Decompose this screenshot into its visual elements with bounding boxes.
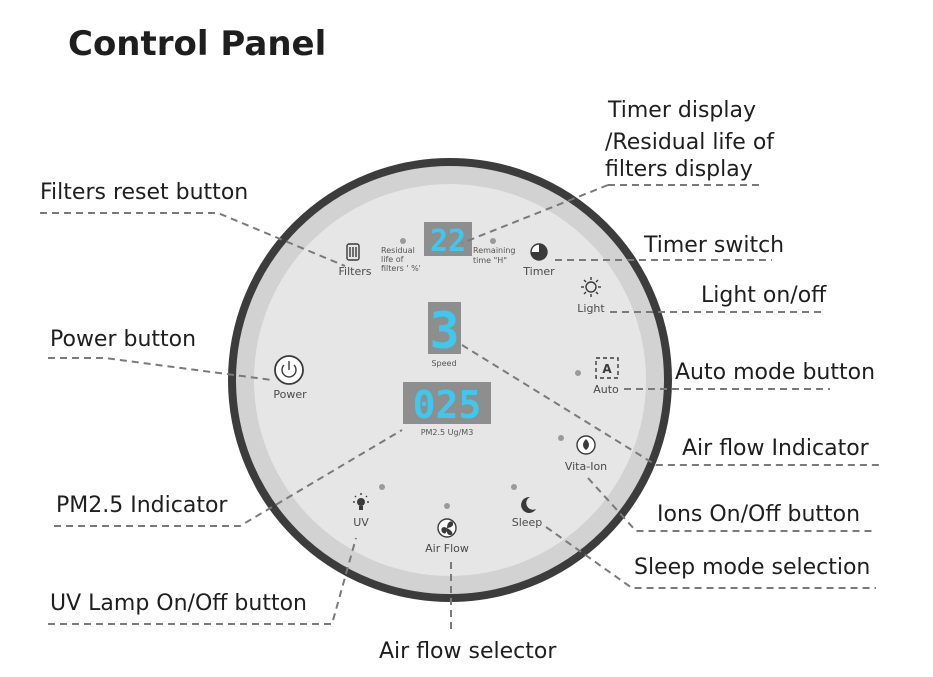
- leader-filters-reset: [40, 212, 346, 267]
- callout-light: Light on/off: [701, 283, 827, 308]
- pm25-display: 025 PM2.5 Ug/M3: [403, 382, 491, 437]
- speed-display: 3 Speed: [428, 302, 461, 368]
- power-button[interactable]: Power: [273, 355, 307, 401]
- uv-button[interactable]: UV: [353, 493, 369, 529]
- airflow-indicator-dot: [444, 503, 450, 509]
- leader-air-flow-indicator: [461, 344, 880, 466]
- filters-button[interactable]: Filters: [339, 243, 372, 278]
- pm25-display-screen: [403, 382, 491, 424]
- light-button[interactable]: Light: [577, 277, 605, 315]
- residual-indicator-dot: [400, 238, 406, 244]
- leader-sleep: [545, 526, 876, 589]
- leader-lines: [40, 184, 880, 629]
- callout-auto-mode: Auto mode button: [675, 360, 875, 385]
- svg-text:A: A: [602, 362, 612, 376]
- filters-button-label: Filters: [339, 265, 372, 278]
- power-button-label: Power: [273, 388, 307, 401]
- timer-display: 22: [424, 222, 472, 259]
- pm25-display-label: PM2.5 Ug/M3: [421, 428, 474, 437]
- timer-pie-icon: [530, 243, 548, 261]
- auto-button[interactable]: A Auto: [593, 357, 619, 396]
- uv-indicator-dot: [379, 484, 385, 490]
- timer-display-screen: [424, 222, 472, 256]
- moon-icon: [521, 496, 536, 513]
- callout-air-flow-selector: Air flow selector: [379, 639, 557, 664]
- uv-button-label: UV: [353, 516, 369, 529]
- callout-ions: Ions On/Off button: [657, 502, 860, 527]
- callouts: Timer display /Residual life of filters …: [40, 98, 875, 664]
- callout-filters-reset: Filters reset button: [40, 180, 248, 205]
- auto-a-icon: A: [595, 357, 619, 379]
- vitaion-button[interactable]: Vita-Ion: [565, 435, 607, 473]
- leader-ions: [587, 477, 876, 532]
- ion-icon: [576, 435, 596, 455]
- vitaion-button-label: Vita-Ion: [565, 460, 607, 473]
- residual-label-line2: life of: [381, 255, 404, 264]
- callout-sleep: Sleep mode selection: [634, 555, 870, 580]
- airflow-button[interactable]: Air Flow: [425, 518, 469, 555]
- power-icon: [281, 361, 297, 378]
- residual-label-line3: filters ' %': [381, 264, 421, 273]
- leader-power: [48, 357, 273, 381]
- control-panel: [228, 158, 672, 602]
- leader-timer-display: [461, 184, 609, 244]
- panel-face: [254, 184, 646, 576]
- uv-bulb-icon: [353, 493, 369, 510]
- page-title: Control Panel: [68, 24, 326, 64]
- sleep-indicator-dot: [511, 484, 517, 490]
- speed-display-screen: [428, 302, 461, 354]
- callout-pm25: PM2.5 Indicator: [56, 493, 228, 518]
- auto-button-label: Auto: [593, 383, 619, 396]
- callout-power: Power button: [50, 327, 196, 352]
- auto-indicator-dot: [575, 370, 581, 376]
- callout-timer-display-line1: Timer display: [607, 98, 756, 123]
- speed-display-label: Speed: [431, 359, 456, 368]
- callout-timer-display-line2: /Residual life of: [605, 130, 775, 155]
- filter-icon: [346, 243, 360, 261]
- sleep-button-label: Sleep: [512, 516, 543, 529]
- callout-uv: UV Lamp On/Off button: [50, 591, 307, 616]
- leader-pm25: [54, 429, 403, 527]
- callout-timer-display-line3: filters display: [605, 157, 753, 182]
- pm25-display-value: 025: [413, 383, 482, 427]
- remaining-indicator-dot: [490, 238, 496, 244]
- callout-timer-switch: Timer switch: [643, 233, 784, 258]
- residual-label-line1: Residual: [381, 246, 415, 255]
- remaining-label-line2: time "H": [473, 256, 507, 265]
- airflow-button-label: Air Flow: [425, 542, 469, 555]
- vitaion-indicator-dot: [558, 435, 564, 441]
- timer-display-value: 22: [430, 224, 466, 259]
- light-button-label: Light: [577, 302, 605, 315]
- fan-icon: [437, 518, 457, 538]
- speed-display-value: 3: [429, 302, 459, 360]
- timer-button[interactable]: Timer: [522, 243, 555, 278]
- remaining-label-line1: Remaining: [473, 246, 515, 255]
- sleep-button[interactable]: Sleep: [512, 496, 543, 529]
- sun-icon: [581, 277, 601, 297]
- callout-air-flow-indicator: Air flow Indicator: [682, 436, 870, 461]
- timer-button-label: Timer: [522, 265, 555, 278]
